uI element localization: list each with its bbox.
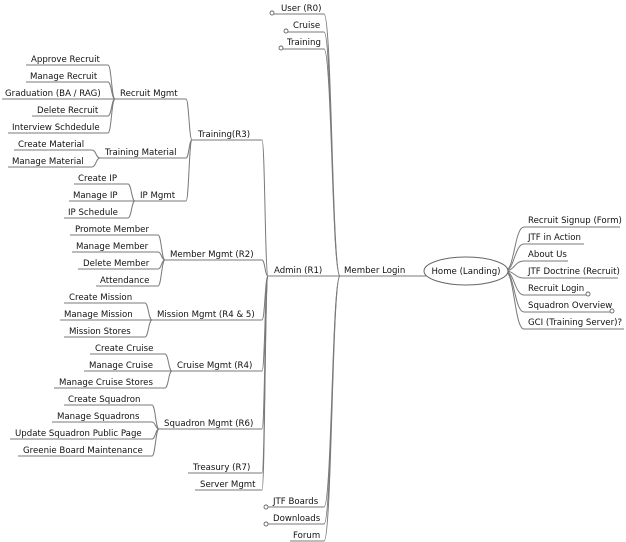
leaf-ip-schedule[interactable]: IP Schedule bbox=[68, 208, 118, 218]
leaf-interview-schedule[interactable]: Interview Schdedule bbox=[12, 123, 100, 133]
node-jtf-doctrine[interactable]: JTF Doctrine (Recruit) bbox=[527, 267, 620, 277]
leaf-delete-member[interactable]: Delete Member bbox=[83, 259, 150, 269]
leaf-greenie-board[interactable]: Greenie Board Maintenance bbox=[23, 446, 143, 456]
node-about-us[interactable]: About Us bbox=[528, 250, 567, 260]
root-node-ellipse[interactable] bbox=[423, 256, 509, 286]
node-ip-mgmt[interactable]: IP Mgmt bbox=[140, 191, 176, 201]
leaf-ip bbox=[127, 200, 136, 219]
node-squadron-overview[interactable]: Squadron Overview bbox=[528, 301, 612, 311]
connector-training-group bbox=[185, 139, 193, 202]
connector-member-bottom bbox=[323, 275, 341, 542]
connector-training-group bbox=[185, 98, 193, 141]
leaf-manage-mission[interactable]: Manage Mission bbox=[64, 310, 133, 320]
leaf-promote-member[interactable]: Promote Member bbox=[75, 225, 149, 235]
node-gci[interactable]: GCI (Training Server)? bbox=[528, 318, 622, 328]
leaf-manage-material[interactable]: Manage Material bbox=[12, 157, 84, 167]
connector-lines bbox=[2, 13, 624, 542]
node-cruise-mgmt[interactable]: Cruise Mgmt (R4) bbox=[177, 361, 252, 371]
leaf-recruit bbox=[107, 98, 116, 134]
node-admin[interactable]: Admin (R1) bbox=[274, 266, 322, 276]
connector-root-right bbox=[504, 270, 525, 330]
node-mission-mgmt[interactable]: Mission Mgmt (R4 & 5) bbox=[157, 310, 255, 320]
node-treasury[interactable]: Treasury (R7) bbox=[192, 463, 250, 473]
leaf-manage-recruit[interactable]: Manage Recruit bbox=[30, 72, 98, 82]
leaf-attendance[interactable]: Attendance bbox=[100, 276, 149, 286]
leaf-create-ip[interactable]: Create IP bbox=[78, 174, 117, 184]
leaf-manage-ip[interactable]: Manage IP bbox=[73, 191, 118, 201]
end-dot-cruise bbox=[283, 28, 289, 34]
root-node-label: Home (Landing) bbox=[431, 267, 500, 277]
node-jtf-boards[interactable]: JTF Boards bbox=[272, 497, 319, 507]
node-squadron-mgmt[interactable]: Squadron Mgmt (R6) bbox=[164, 419, 253, 429]
end-dot-squadron-overview bbox=[609, 308, 615, 314]
leaf-ip bbox=[127, 183, 136, 202]
leaf-cruise bbox=[164, 353, 173, 372]
leaf-mission-stores[interactable]: Mission Stores bbox=[69, 327, 131, 337]
leaf-create-cruise[interactable]: Create Cruise bbox=[95, 344, 153, 354]
node-downloads[interactable]: Downloads bbox=[273, 514, 321, 524]
node-server-mgmt[interactable]: Server Mgmt bbox=[200, 480, 256, 490]
leaf-mission bbox=[144, 319, 153, 338]
connector-admin-group bbox=[261, 275, 269, 372]
end-dot-user bbox=[269, 10, 275, 16]
leaf-create-squadron[interactable]: Create Squadron bbox=[68, 395, 140, 405]
node-cruise-top[interactable]: Cruise bbox=[293, 21, 320, 31]
node-jtf-in-action[interactable]: JTF in Action bbox=[527, 233, 581, 243]
leaf-manage-member[interactable]: Manage Member bbox=[76, 242, 149, 252]
node-member-login[interactable]: Member Login bbox=[344, 266, 405, 276]
leaf-manage-cruise[interactable]: Manage Cruise bbox=[89, 361, 153, 371]
node-user[interactable]: User (R0) bbox=[281, 4, 321, 14]
leaf-member bbox=[157, 259, 166, 287]
leaf-cruise bbox=[164, 370, 173, 389]
node-training-material[interactable]: Training Material bbox=[104, 148, 177, 158]
leaf-approve-recruit[interactable]: Approve Recruit bbox=[31, 55, 100, 65]
leaf-mission bbox=[144, 302, 153, 321]
node-training[interactable]: Training(R3) bbox=[197, 130, 250, 140]
leaf-material bbox=[91, 157, 101, 168]
connector-root-right bbox=[504, 226, 525, 272]
connector-admin-group bbox=[261, 275, 269, 491]
leaf-create-mission[interactable]: Create Mission bbox=[69, 293, 132, 303]
end-dot-recruit-login bbox=[585, 291, 591, 297]
node-recruit-login[interactable]: Recruit Login bbox=[528, 284, 584, 294]
node-forum[interactable]: Forum bbox=[293, 531, 320, 541]
leaf-delete-recruit[interactable]: Delete Recruit bbox=[37, 106, 99, 116]
connector-root-right bbox=[504, 270, 525, 313]
leaf-graduation[interactable]: Graduation (BA / RAG) bbox=[5, 89, 101, 99]
end-dot-downloads bbox=[263, 521, 269, 527]
end-dot-jtf-boards bbox=[263, 504, 269, 510]
node-recruit-signup[interactable]: Recruit Signup (Form) bbox=[528, 216, 622, 226]
leaf-material bbox=[91, 149, 101, 159]
node-member-mgmt[interactable]: Member Mgmt (R2) bbox=[170, 250, 254, 260]
node-training-top[interactable]: Training bbox=[286, 38, 321, 48]
leaf-manage-squadrons[interactable]: Manage Squadrons bbox=[57, 412, 140, 422]
connector-admin-group bbox=[261, 259, 269, 277]
leaf-squadron bbox=[151, 428, 160, 457]
node-recruit-mgmt[interactable]: Recruit Mgmt bbox=[120, 89, 178, 99]
connector-admin-group bbox=[261, 139, 269, 277]
leaf-recruit bbox=[107, 64, 116, 100]
leaf-manage-cruise-stores[interactable]: Manage Cruise Stores bbox=[59, 378, 153, 388]
end-dot-training bbox=[278, 45, 284, 51]
leaf-update-squadron-page[interactable]: Update Squadron Public Page bbox=[15, 429, 142, 439]
connector-member-top bbox=[323, 48, 341, 277]
leaf-create-material[interactable]: Create Material bbox=[18, 140, 84, 150]
